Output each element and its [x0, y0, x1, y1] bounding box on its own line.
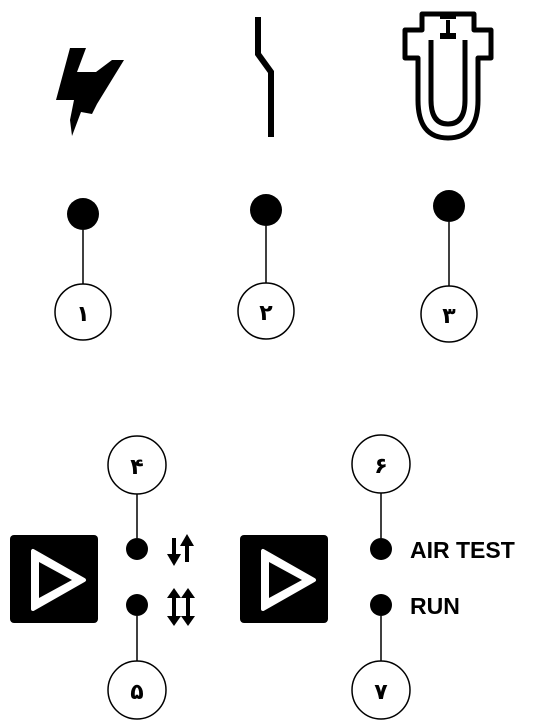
- indicator-3: ٣: [420, 190, 478, 343]
- indicator-2: ٢: [237, 194, 295, 340]
- lightning-bolt-icon: [56, 48, 124, 136]
- circuit-break-icon: [255, 17, 274, 137]
- callout-circle-1: [54, 283, 112, 341]
- callout-number-4: ۴: [130, 455, 143, 480]
- right-control-group: ۶ AIR TEST RUN ٧: [240, 434, 515, 720]
- left-bottom-led: [126, 594, 148, 616]
- callout-number-7: ٧: [374, 680, 388, 705]
- callout-circle-2: [237, 282, 295, 340]
- right-play-button[interactable]: [240, 535, 328, 623]
- run-led: [370, 594, 392, 616]
- callout-number-2: ٢: [259, 301, 273, 326]
- callout-number-6: ۶: [374, 454, 387, 479]
- led-dot-2: [250, 194, 282, 226]
- run-label: RUN: [410, 593, 460, 619]
- left-play-button[interactable]: [10, 535, 98, 623]
- callout-circle-7: [351, 660, 411, 720]
- double-arrows-icon: [167, 588, 195, 626]
- air-test-label: AIR TEST: [410, 537, 515, 563]
- led-dot-3: [433, 190, 465, 222]
- nozzle-injector-icon: [402, 11, 494, 141]
- callout-number-1: ١: [76, 302, 89, 327]
- arrows-up-down-icon: [167, 534, 194, 566]
- air-test-led: [370, 538, 392, 560]
- led-dot-1: [67, 198, 99, 230]
- callout-circle-3: [420, 285, 478, 343]
- callout-number-3: ٣: [442, 304, 456, 329]
- left-top-led: [126, 538, 148, 560]
- callout-number-5: ۵: [130, 680, 143, 705]
- left-control-group: ۴ ۵: [10, 435, 195, 720]
- indicator-1: ١: [54, 198, 112, 341]
- callout-circle-5: [107, 660, 167, 720]
